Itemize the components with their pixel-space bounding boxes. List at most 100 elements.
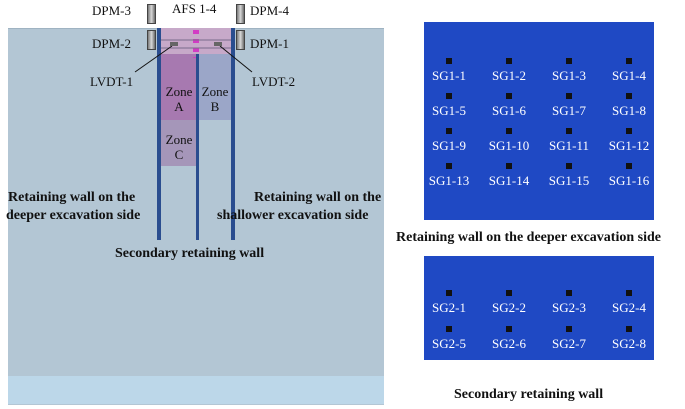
strain-gauge-sg1-13: SG1-13 bbox=[414, 163, 484, 189]
strain-gauge-label: SG1-3 bbox=[552, 68, 586, 83]
strain-gauge-marker bbox=[506, 128, 512, 134]
deeper-wall-label-line1: Retaining wall on the bbox=[8, 190, 136, 205]
lvdt-2-block bbox=[214, 42, 222, 46]
lvdt-1-leader bbox=[134, 45, 173, 73]
strain-gauge-label: SG1-16 bbox=[608, 173, 650, 188]
strain-gauge-sg1-5: SG1-5 bbox=[414, 93, 484, 119]
strain-gauge-label: SG1-5 bbox=[432, 103, 466, 118]
zone-b-letter: B bbox=[210, 99, 220, 114]
strain-gauge-label: SG1-4 bbox=[612, 68, 646, 83]
strain-gauge-marker bbox=[626, 58, 632, 64]
zone-c-word: Zone bbox=[165, 132, 193, 147]
soil-base-layer bbox=[8, 376, 384, 404]
zone-c-letter: C bbox=[174, 147, 184, 162]
zone-c-region bbox=[160, 120, 198, 166]
strain-gauge-sg1-11: SG1-11 bbox=[534, 128, 604, 154]
strain-gauge-marker bbox=[506, 93, 512, 99]
strain-gauge-sg1-15: SG1-15 bbox=[534, 163, 604, 189]
lvdt-1-block bbox=[170, 42, 178, 46]
strain-gauge-sg2-2: SG2-2 bbox=[474, 290, 544, 316]
deeper-wall-panel-title: Retaining wall on the deeper excavation … bbox=[396, 230, 661, 245]
zone-b-region bbox=[198, 54, 232, 120]
strain-gauge-marker bbox=[446, 58, 452, 64]
dpm-4-device bbox=[236, 4, 245, 24]
dpm-4-label: DPM-4 bbox=[250, 3, 290, 18]
zone-a-region bbox=[160, 54, 198, 120]
deeper-wall-label-line2: deeper excavation side bbox=[6, 208, 141, 223]
strain-gauge-label: SG2-8 bbox=[612, 336, 646, 351]
strain-gauge-sg2-4: SG2-4 bbox=[594, 290, 664, 316]
strain-gauge-label: SG1-2 bbox=[492, 68, 526, 83]
strain-gauge-marker bbox=[626, 290, 632, 296]
strain-gauge-sg2-1: SG2-1 bbox=[414, 290, 484, 316]
strain-gauge-marker bbox=[566, 326, 572, 332]
dpm-3-device bbox=[147, 4, 156, 24]
strain-gauge-label: SG1-11 bbox=[549, 138, 589, 153]
zone-c-label: Zone C bbox=[160, 132, 198, 162]
strain-gauge-label: SG1-1 bbox=[432, 68, 466, 83]
strain-gauge-sg1-12: SG1-12 bbox=[594, 128, 664, 154]
strain-gauge-sg2-7: SG2-7 bbox=[534, 326, 604, 352]
strain-gauge-sg2-6: SG2-6 bbox=[474, 326, 544, 352]
zone-b-label: Zone B bbox=[198, 84, 232, 114]
strain-gauge-label: SG1-10 bbox=[488, 138, 530, 153]
lvdt-1-label: LVDT-1 bbox=[90, 74, 134, 89]
strain-gauge-label: SG2-1 bbox=[432, 300, 466, 315]
strain-gauge-marker bbox=[506, 58, 512, 64]
strain-gauge-sg1-3: SG1-3 bbox=[534, 58, 604, 84]
lvdt-2-label: LVDT-2 bbox=[252, 74, 296, 89]
strain-gauge-marker bbox=[506, 326, 512, 332]
dpm-3-label: DPM-3 bbox=[92, 3, 132, 18]
shallower-side-wall bbox=[231, 28, 235, 240]
strain-gauge-sg1-14: SG1-14 bbox=[474, 163, 544, 189]
strain-gauge-label: SG1-6 bbox=[492, 103, 526, 118]
strain-gauge-marker bbox=[446, 93, 452, 99]
strain-gauge-marker bbox=[566, 290, 572, 296]
strain-gauge-label: SG1-13 bbox=[428, 173, 470, 188]
strain-gauge-sg2-5: SG2-5 bbox=[414, 326, 484, 352]
strain-gauge-marker bbox=[626, 128, 632, 134]
strain-gauge-label: SG1-8 bbox=[612, 103, 646, 118]
zone-a-label: Zone A bbox=[160, 84, 198, 114]
secondary-wall-panel-title: Secondary retaining wall bbox=[454, 387, 604, 402]
strain-gauge-marker bbox=[446, 128, 452, 134]
strain-gauge-label: SG1-14 bbox=[488, 173, 530, 188]
dpm-2-label: DPM-2 bbox=[92, 36, 132, 51]
strain-gauge-sg1-8: SG1-8 bbox=[594, 93, 664, 119]
strain-gauge-sg1-10: SG1-10 bbox=[474, 128, 544, 154]
strain-gauge-label: SG2-3 bbox=[552, 300, 586, 315]
zone-b-word: Zone bbox=[201, 84, 229, 99]
strain-gauge-sg1-1: SG1-1 bbox=[414, 58, 484, 84]
strain-gauge-marker bbox=[446, 163, 452, 169]
strain-gauge-label: SG1-12 bbox=[608, 138, 650, 153]
strain-gauge-label: SG2-7 bbox=[552, 336, 586, 351]
strain-gauge-marker bbox=[626, 93, 632, 99]
walls-svg bbox=[134, 28, 253, 240]
strain-gauge-sg2-3: SG2-3 bbox=[534, 290, 604, 316]
strain-gauge-label: SG2-2 bbox=[492, 300, 526, 315]
strain-gauge-sg1-7: SG1-7 bbox=[534, 93, 604, 119]
strain-gauge-label: SG1-9 bbox=[432, 138, 466, 153]
strain-gauge-marker bbox=[566, 58, 572, 64]
secondary-wall bbox=[196, 54, 199, 240]
shallower-wall-label-line1: Retaining wall on the bbox=[254, 190, 382, 205]
strain-gauge-label: SG2-4 bbox=[612, 300, 646, 315]
dpm-1-label: DPM-1 bbox=[250, 36, 290, 51]
strain-gauge-marker bbox=[446, 290, 452, 296]
strain-gauge-sg1-6: SG1-6 bbox=[474, 93, 544, 119]
strain-gauge-marker bbox=[446, 326, 452, 332]
strain-gauge-marker bbox=[506, 290, 512, 296]
strain-gauge-label: SG2-6 bbox=[492, 336, 526, 351]
zone-a-letter: A bbox=[174, 99, 184, 114]
afs-label: AFS 1-4 bbox=[172, 1, 217, 16]
strain-gauge-sg1-9: SG1-9 bbox=[414, 128, 484, 154]
strain-gauge-marker bbox=[566, 128, 572, 134]
strain-gauge-label: SG1-7 bbox=[552, 103, 586, 118]
strain-gauge-sg1-16: SG1-16 bbox=[594, 163, 664, 189]
afs-sensor-marks bbox=[193, 30, 199, 58]
strain-gauge-sg1-2: SG1-2 bbox=[474, 58, 544, 84]
strain-gauge-label: SG1-15 bbox=[548, 173, 590, 188]
strain-gauge-sg1-4: SG1-4 bbox=[594, 58, 664, 84]
